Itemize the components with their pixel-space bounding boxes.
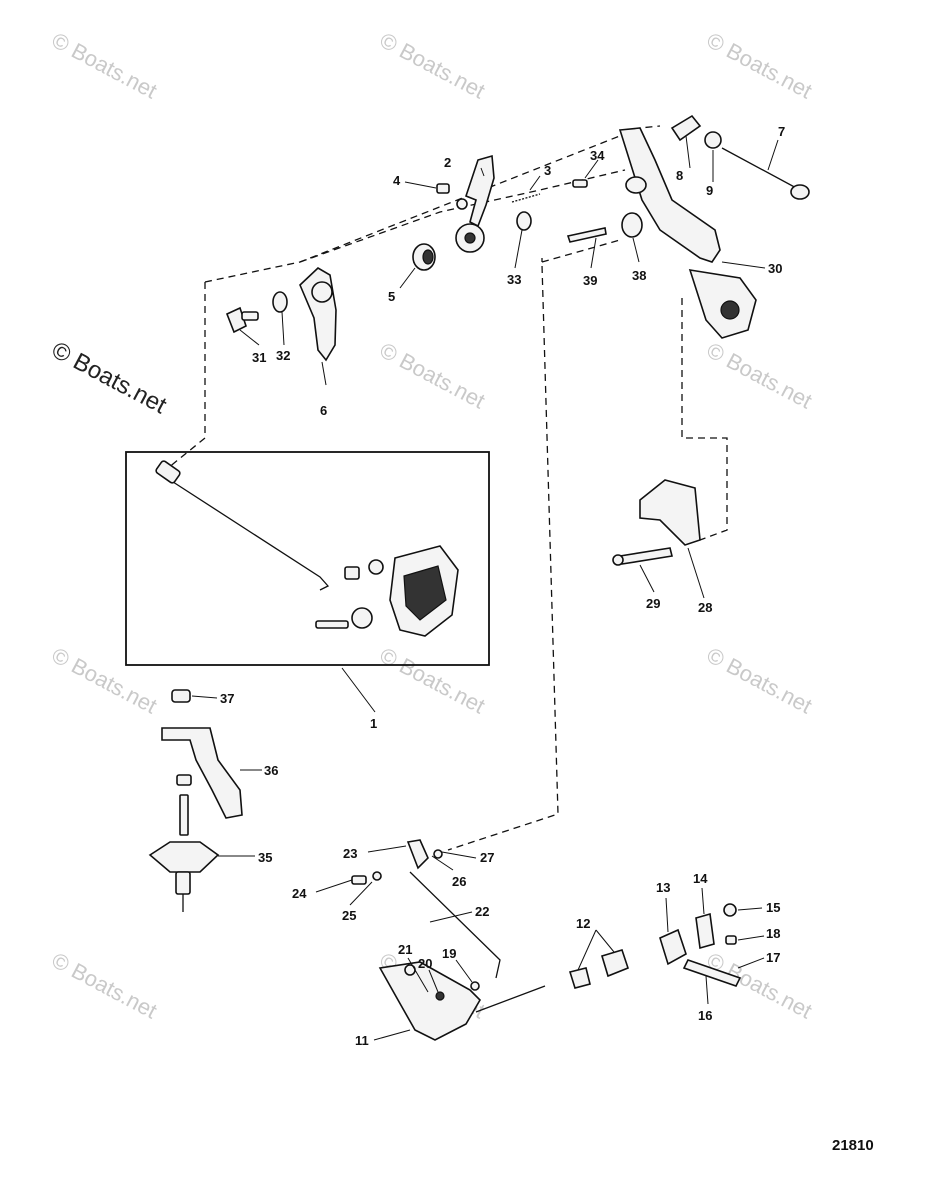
callout-14: 14 (693, 871, 708, 886)
callout-15: 15 (766, 900, 780, 915)
callout-21: 21 (398, 942, 412, 957)
callout-1: 1 (370, 716, 377, 731)
callout-26: 26 (452, 874, 466, 889)
callout-38: 38 (632, 268, 646, 283)
callout-23: 23 (343, 846, 357, 861)
callout-9: 9 (706, 183, 713, 198)
callout-17: 17 (766, 950, 780, 965)
bracket-assembly (612, 479, 701, 566)
callout-2: 2 (444, 155, 451, 170)
callout-13: 13 (656, 880, 670, 895)
watermark: © Boats.net (48, 947, 162, 1023)
callout-5: 5 (388, 289, 395, 304)
watermark: © Boats.net (48, 27, 162, 103)
watermark: © Boats.net (376, 337, 490, 413)
callout-34: 34 (590, 148, 605, 163)
callout-16: 16 (698, 1008, 712, 1023)
callout-29: 29 (646, 596, 660, 611)
callout-32: 32 (276, 348, 290, 363)
callout-8: 8 (676, 168, 683, 183)
upper-linkage (225, 154, 541, 362)
callout-25: 25 (342, 908, 356, 923)
callout-36: 36 (264, 763, 278, 778)
callout-28: 28 (698, 600, 712, 615)
watermark-emphasized: © Boats.net (47, 336, 171, 419)
callout-18: 18 (766, 926, 780, 941)
callout-20: 20 (418, 956, 432, 971)
watermark: © Boats.net (376, 27, 490, 103)
callout-22: 22 (475, 904, 489, 919)
callout-24: 24 (292, 886, 307, 901)
left-assembly (148, 689, 243, 912)
watermark: © Boats.net (703, 337, 817, 413)
connection-lines (167, 125, 728, 851)
watermark: © Boats.net (703, 642, 817, 718)
callout-7: 7 (778, 124, 785, 139)
callout-12: 12 (576, 916, 590, 931)
callout-33: 33 (507, 272, 521, 287)
watermark: © Boats.net (703, 947, 817, 1023)
lower-linkage (351, 839, 742, 1041)
callouts: 1 2 3 4 5 6 7 8 9 11 12 13 14 15 16 17 1… (220, 124, 785, 1048)
callout-35: 35 (258, 850, 272, 865)
watermark: © Boats.net (703, 27, 817, 103)
callout-11: 11 (355, 1033, 369, 1048)
right-upper-assembly (566, 114, 810, 339)
throttle-link-kit-box (125, 451, 490, 666)
watermark: © Boats.net (376, 642, 490, 718)
callout-27: 27 (480, 850, 494, 865)
callout-6: 6 (320, 403, 327, 418)
callout-3: 3 (544, 163, 551, 178)
drawing-number: 21810 (832, 1137, 874, 1154)
callout-4: 4 (393, 173, 401, 188)
leader-lines (191, 135, 779, 1041)
callout-39: 39 (583, 273, 597, 288)
callout-37: 37 (220, 691, 234, 706)
callout-31: 31 (252, 350, 266, 365)
callout-19: 19 (442, 946, 456, 961)
watermark: © Boats.net (48, 642, 162, 718)
callout-30: 30 (768, 261, 782, 276)
